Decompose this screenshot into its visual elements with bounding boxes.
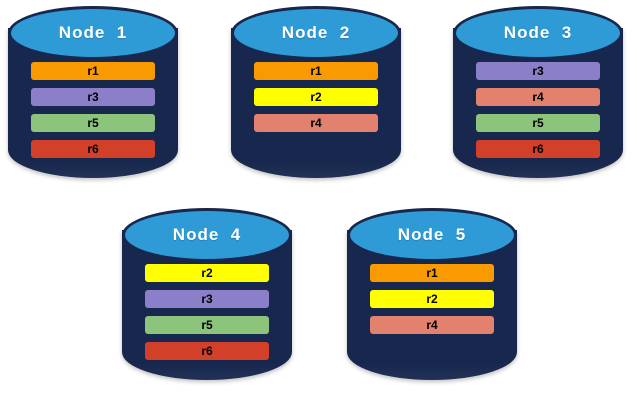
cylinder-top-disc <box>122 208 292 262</box>
replica-label: r6 <box>87 142 99 156</box>
node-cylinder-1[interactable]: Node 1 r1 r3 r5 r6 <box>8 6 178 196</box>
replica-label: r1 <box>87 64 99 78</box>
replica-label: r6 <box>532 142 544 156</box>
cylinder-top-disc <box>8 6 178 60</box>
replica-label: r4 <box>426 318 438 332</box>
replica-label: r4 <box>310 116 322 130</box>
replica-label: r2 <box>426 292 438 306</box>
node-cylinder-2[interactable]: Node 2 r1 r2 r4 <box>231 6 401 196</box>
node-cylinder-3[interactable]: Node 3 r3 r4 r5 r6 <box>453 6 623 196</box>
replica-label: r3 <box>201 292 213 306</box>
cylinder-bottom-shade <box>347 351 517 381</box>
node-label: Node 4 <box>172 225 242 244</box>
replica-bar[interactable]: r4 <box>254 114 378 132</box>
node-label: Node 5 <box>397 225 467 244</box>
replica-label: r3 <box>532 64 544 78</box>
cylinder-top-disc <box>453 6 623 60</box>
cylinder-bottom-shade <box>231 149 401 179</box>
replica-bar[interactable]: r6 <box>145 342 269 360</box>
replica-label: r3 <box>87 90 99 104</box>
replica-label: r4 <box>532 90 544 104</box>
replica-list: r1 r2 r4 <box>231 62 401 140</box>
cylinder-top-disc <box>231 6 401 60</box>
replica-bar[interactable]: r3 <box>476 62 600 80</box>
replica-bar[interactable]: r2 <box>254 88 378 106</box>
replica-list: r1 r2 r4 <box>347 264 517 342</box>
replica-bar[interactable]: r1 <box>254 62 378 80</box>
replica-bar[interactable]: r4 <box>370 316 494 334</box>
replica-label: r5 <box>201 318 213 332</box>
replica-bar[interactable]: r5 <box>31 114 155 132</box>
replica-bar[interactable]: r5 <box>145 316 269 334</box>
replica-label: r1 <box>310 64 322 78</box>
node-label: Node 2 <box>281 23 351 42</box>
replica-bar[interactable]: r6 <box>476 140 600 158</box>
replica-label: r2 <box>201 266 213 280</box>
node-cylinder-5[interactable]: Node 5 r1 r2 r4 <box>347 208 517 398</box>
replica-bar[interactable]: r1 <box>370 264 494 282</box>
replica-label: r2 <box>310 90 322 104</box>
replica-label: r5 <box>532 116 544 130</box>
cylinder-top-disc <box>347 208 517 262</box>
replica-bar[interactable]: r3 <box>31 88 155 106</box>
replica-list: r3 r4 r5 r6 <box>453 62 623 166</box>
replica-list: r1 r3 r5 r6 <box>8 62 178 166</box>
node-label: Node 1 <box>58 23 128 42</box>
replica-label: r6 <box>201 344 213 358</box>
replica-bar[interactable]: r4 <box>476 88 600 106</box>
replica-bar[interactable]: r1 <box>31 62 155 80</box>
replica-bar[interactable]: r6 <box>31 140 155 158</box>
replica-bar[interactable]: r2 <box>145 264 269 282</box>
replica-label: r1 <box>426 266 438 280</box>
node-cylinder-4[interactable]: Node 4 r2 r3 r5 r6 <box>122 208 292 398</box>
replica-bar[interactable]: r2 <box>370 290 494 308</box>
replica-bar[interactable]: r3 <box>145 290 269 308</box>
replica-list: r2 r3 r5 r6 <box>122 264 292 368</box>
replica-bar[interactable]: r5 <box>476 114 600 132</box>
replica-label: r5 <box>87 116 99 130</box>
node-label: Node 3 <box>503 23 573 42</box>
